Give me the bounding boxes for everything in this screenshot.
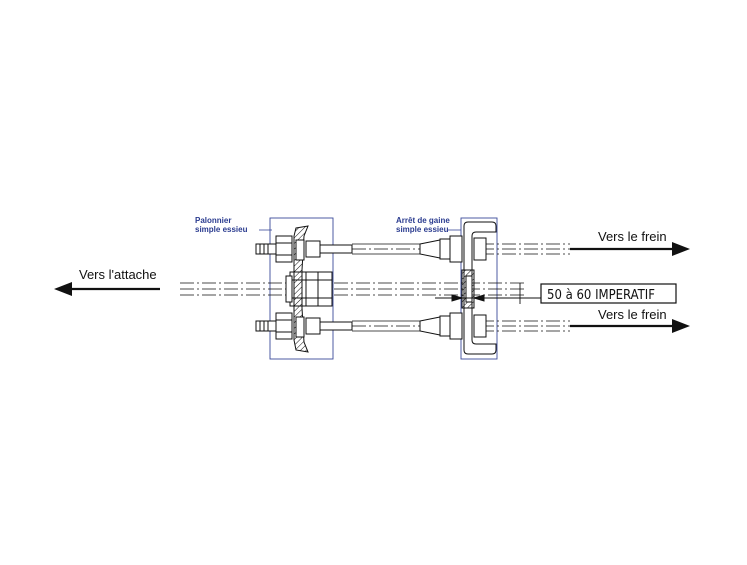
label-imperatif: 50 à 60 IMPERATIF	[547, 288, 655, 303]
dimension-imperatif	[435, 283, 541, 304]
label-vers-frein-bottom: Vers le frein	[598, 307, 667, 322]
label-vers-frein-top: Vers le frein	[598, 229, 667, 244]
palonnier-frame	[269, 217, 334, 360]
imperatif-box	[540, 283, 677, 304]
arret-gaine-assembly	[419, 221, 497, 355]
arrow-vers-frein-bottom	[570, 319, 690, 333]
label-vers-attache: Vers l'attache	[79, 267, 157, 282]
label-palonnier: Palonnier	[195, 216, 231, 225]
arrow-vers-attache	[54, 282, 160, 296]
label-palonnier-essieu: simple essieu	[195, 225, 248, 234]
label-arret-essieu: simple essieu	[396, 225, 449, 234]
cables	[180, 243, 570, 332]
arret-gaine-frame	[460, 217, 498, 360]
label-arret-gaine: Arrêt de gaine	[396, 216, 450, 225]
palonnier-assembly	[255, 225, 353, 353]
arrow-vers-frein-top	[570, 242, 690, 256]
